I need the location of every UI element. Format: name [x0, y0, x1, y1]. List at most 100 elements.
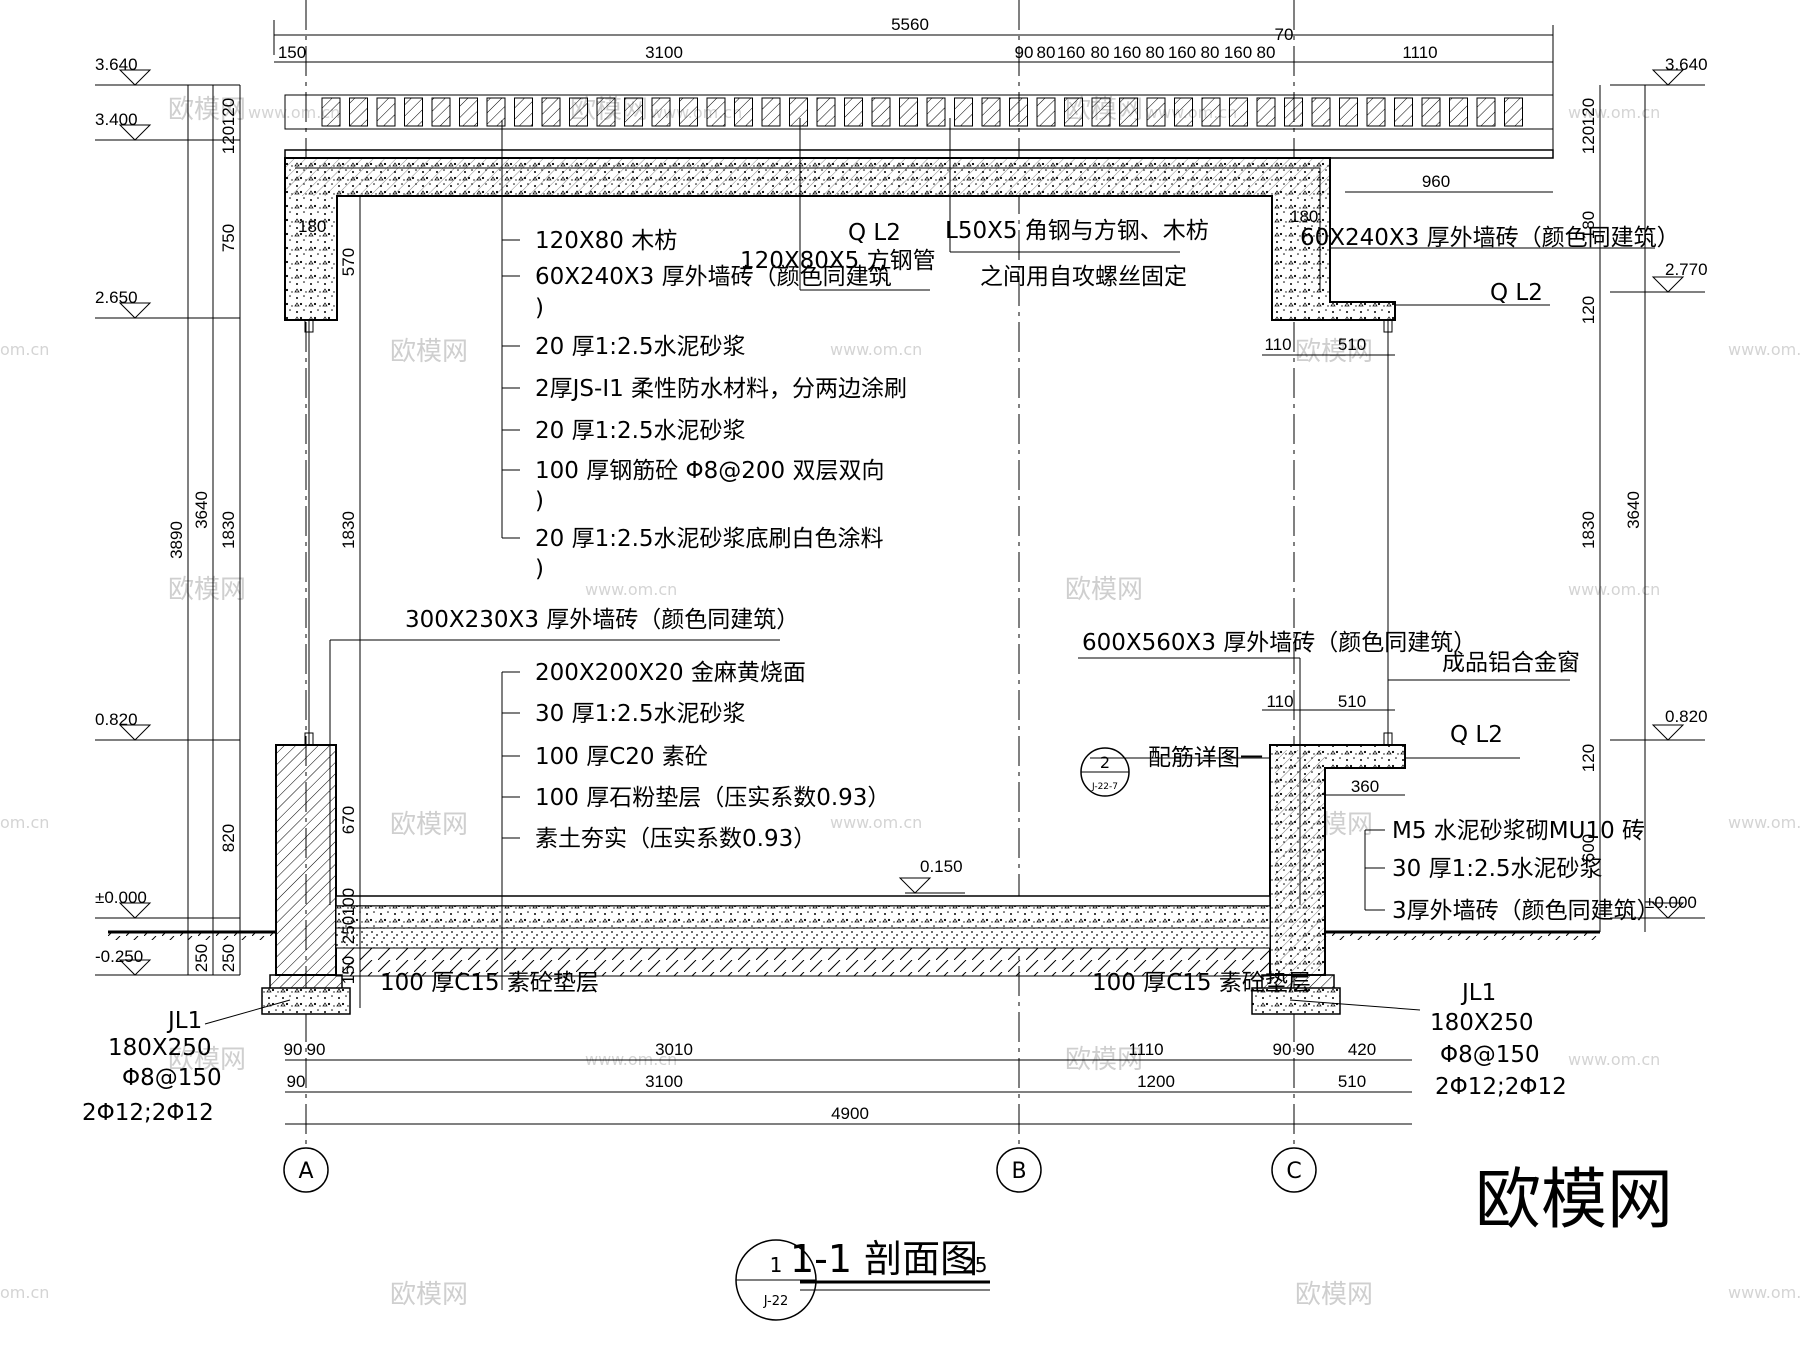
- timber-batten: [541, 97, 561, 127]
- dim-bottom: 90: [1296, 1040, 1315, 1059]
- note-floor: 200X200X20 金麻黄烧面: [535, 660, 806, 686]
- timber-batten: [1119, 97, 1138, 127]
- dim-110: 110: [1264, 335, 1291, 354]
- timber-batten: [1256, 97, 1276, 127]
- left-level-marks: 3.640 3.400 2.650 0.820 ±0.000 -0.250: [95, 55, 240, 976]
- dim-3640-right: 3640: [1624, 491, 1643, 529]
- timber-batten: [321, 97, 341, 127]
- note-roof: 20 厚1:2.5水泥砂浆: [535, 334, 746, 360]
- note-beam-right: 180X250: [1430, 1010, 1534, 1036]
- note-beam-right: 2Φ12;2Φ12: [1435, 1074, 1567, 1100]
- note-roof: 100 厚钢筋砼 Φ8@200 双层双向: [535, 458, 884, 484]
- leader-lines: [204, 118, 1655, 1025]
- dim-top: 160: [1168, 43, 1196, 62]
- dim-670: 670: [339, 806, 358, 834]
- note-q-l2: Q L2: [848, 220, 901, 246]
- dim-top: 160: [1224, 43, 1252, 62]
- dim-top-960: 960: [1422, 172, 1450, 191]
- note-roof: 20 厚1:2.5水泥砂浆底刷白色涂料: [535, 526, 884, 552]
- watermark-url: www.om.cn: [585, 580, 677, 599]
- watermark-url: www.om.cn: [830, 813, 922, 832]
- note-aluminium-window: 成品铝合金窗: [1442, 650, 1580, 676]
- timber-batten: [624, 97, 643, 127]
- timber-batten: [1476, 97, 1496, 127]
- axis-bubbles: A B C: [283, 1147, 1317, 1193]
- timber-batten: [1174, 97, 1193, 127]
- dim-bottom: 90: [1273, 1040, 1292, 1059]
- dim-120-right: 120: [1579, 296, 1598, 324]
- axis-label-a: A: [298, 1159, 313, 1184]
- floor-notes: 200X200X20 金麻黄烧面 30 厚1:2.5水泥砂浆 100 厚C20 …: [535, 660, 890, 852]
- note-floor: 100 厚石粉垫层（压实系数0.93）: [535, 785, 890, 811]
- watermark-text: 欧模网: [168, 575, 246, 605]
- title-ref-sheet: J-22: [763, 1294, 789, 1309]
- axis-label-b: B: [1011, 1159, 1026, 1184]
- watermark-url: www.om.cn: [1568, 580, 1660, 599]
- dim-top: 160: [1113, 43, 1141, 62]
- timber-batten: [1064, 97, 1083, 127]
- timber-batten: [954, 97, 973, 127]
- level-2770: 2.770: [1665, 260, 1708, 279]
- right-vertical-dims: 120 120 180 120 1830 3640 120 600 180 11…: [1262, 85, 1646, 932]
- watermark-url: om.cn: [0, 340, 49, 359]
- base-notes: 100 厚C15 素砼垫层 100 厚C15 素砼垫层 JL1 180X250 …: [82, 970, 1567, 1126]
- right-level-marks: 3.640 2.770 0.820 ±0.000 0.150: [898, 55, 1708, 919]
- timber-batten: [926, 97, 946, 127]
- watermark-url: om.cn: [0, 1283, 49, 1302]
- timber-batten: [1036, 97, 1056, 127]
- dim-top: 80: [1201, 43, 1220, 62]
- dim-180-right-inner: 180: [1290, 207, 1318, 226]
- note-roof: ): [535, 488, 544, 514]
- timber-batten: [1229, 97, 1248, 127]
- note-base-right: 100 厚C15 素砼垫层: [1092, 970, 1311, 996]
- dim-top: 80: [1257, 43, 1276, 62]
- watermark-text: 欧模网: [390, 1280, 468, 1310]
- note-angle-steel: L50X5 角钢与方钢、木枋: [945, 218, 1209, 244]
- note-sill: 30 厚1:2.5水泥砂浆: [1392, 856, 1603, 882]
- level-2650-left: 2.650: [95, 288, 138, 307]
- watermark-url: www.om.cn: [248, 103, 340, 122]
- watermark-text: 欧模网: [168, 95, 246, 125]
- watermark-url: www.om.cn: [1568, 103, 1660, 122]
- note-floor: 素土夯实（压实系数0.93）: [535, 826, 816, 852]
- watermark-url: www.om.cn: [1728, 340, 1800, 359]
- timber-batten: [514, 97, 533, 127]
- dim-bottom: 1200: [1137, 1072, 1175, 1091]
- note-floor: 100 厚C20 素砼: [535, 744, 708, 770]
- dim-bottom: 1110: [1128, 1040, 1163, 1059]
- dim-total-top: 5560: [891, 15, 929, 34]
- dim-bottom-total: 4900: [831, 1104, 869, 1123]
- timber-batten: [1009, 97, 1028, 127]
- watermark-text: 欧模网: [168, 1045, 246, 1075]
- note-roof: ): [535, 295, 544, 321]
- dim-top: 3100: [645, 43, 683, 62]
- dim-180-right: 180: [1579, 211, 1598, 239]
- dim-120-right: 120: [1579, 126, 1598, 154]
- watermark-url: www.om.cn: [1728, 813, 1800, 832]
- timber-batten: [1394, 97, 1413, 127]
- note-roof: 120X80 木枋: [535, 228, 677, 254]
- note-roof: ): [535, 556, 544, 582]
- note-detail-ref: 配筋详图一: [1148, 745, 1263, 771]
- watermark-url: www.om.cn: [1568, 1050, 1660, 1069]
- note-screw-fix: 之间用自攻螺丝固定: [980, 264, 1187, 290]
- dim-360: 360: [1351, 777, 1379, 796]
- dim-top: 90: [1015, 43, 1034, 62]
- note-right-wall-tile: 600X560X3 厚外墙砖（颜色同建筑）: [1082, 630, 1476, 656]
- timber-batten: [899, 97, 918, 127]
- timber-batten: [761, 97, 781, 127]
- level-m0250: -0.250: [95, 947, 143, 966]
- timber-batten: [349, 97, 368, 127]
- level-0820-right: 0.820: [1665, 707, 1708, 726]
- timber-batten: [376, 97, 396, 127]
- level-0000-left: ±0.000: [95, 888, 147, 907]
- dim-top: 80: [1037, 43, 1056, 62]
- dim-150: 150: [339, 956, 358, 984]
- wall-notes: 300X230X3 厚外墙砖（颜色同建筑） 600X560X3 厚外墙砖（颜色同…: [405, 607, 1580, 797]
- level-3640-left: 3.640: [95, 55, 138, 74]
- note-q-l2-sill: Q L2: [1450, 722, 1503, 748]
- timber-batten: [1449, 97, 1468, 127]
- level-0150: 0.150: [920, 857, 963, 876]
- dim-top: 160: [1057, 43, 1085, 62]
- level-3400-left: 3.400: [95, 110, 138, 129]
